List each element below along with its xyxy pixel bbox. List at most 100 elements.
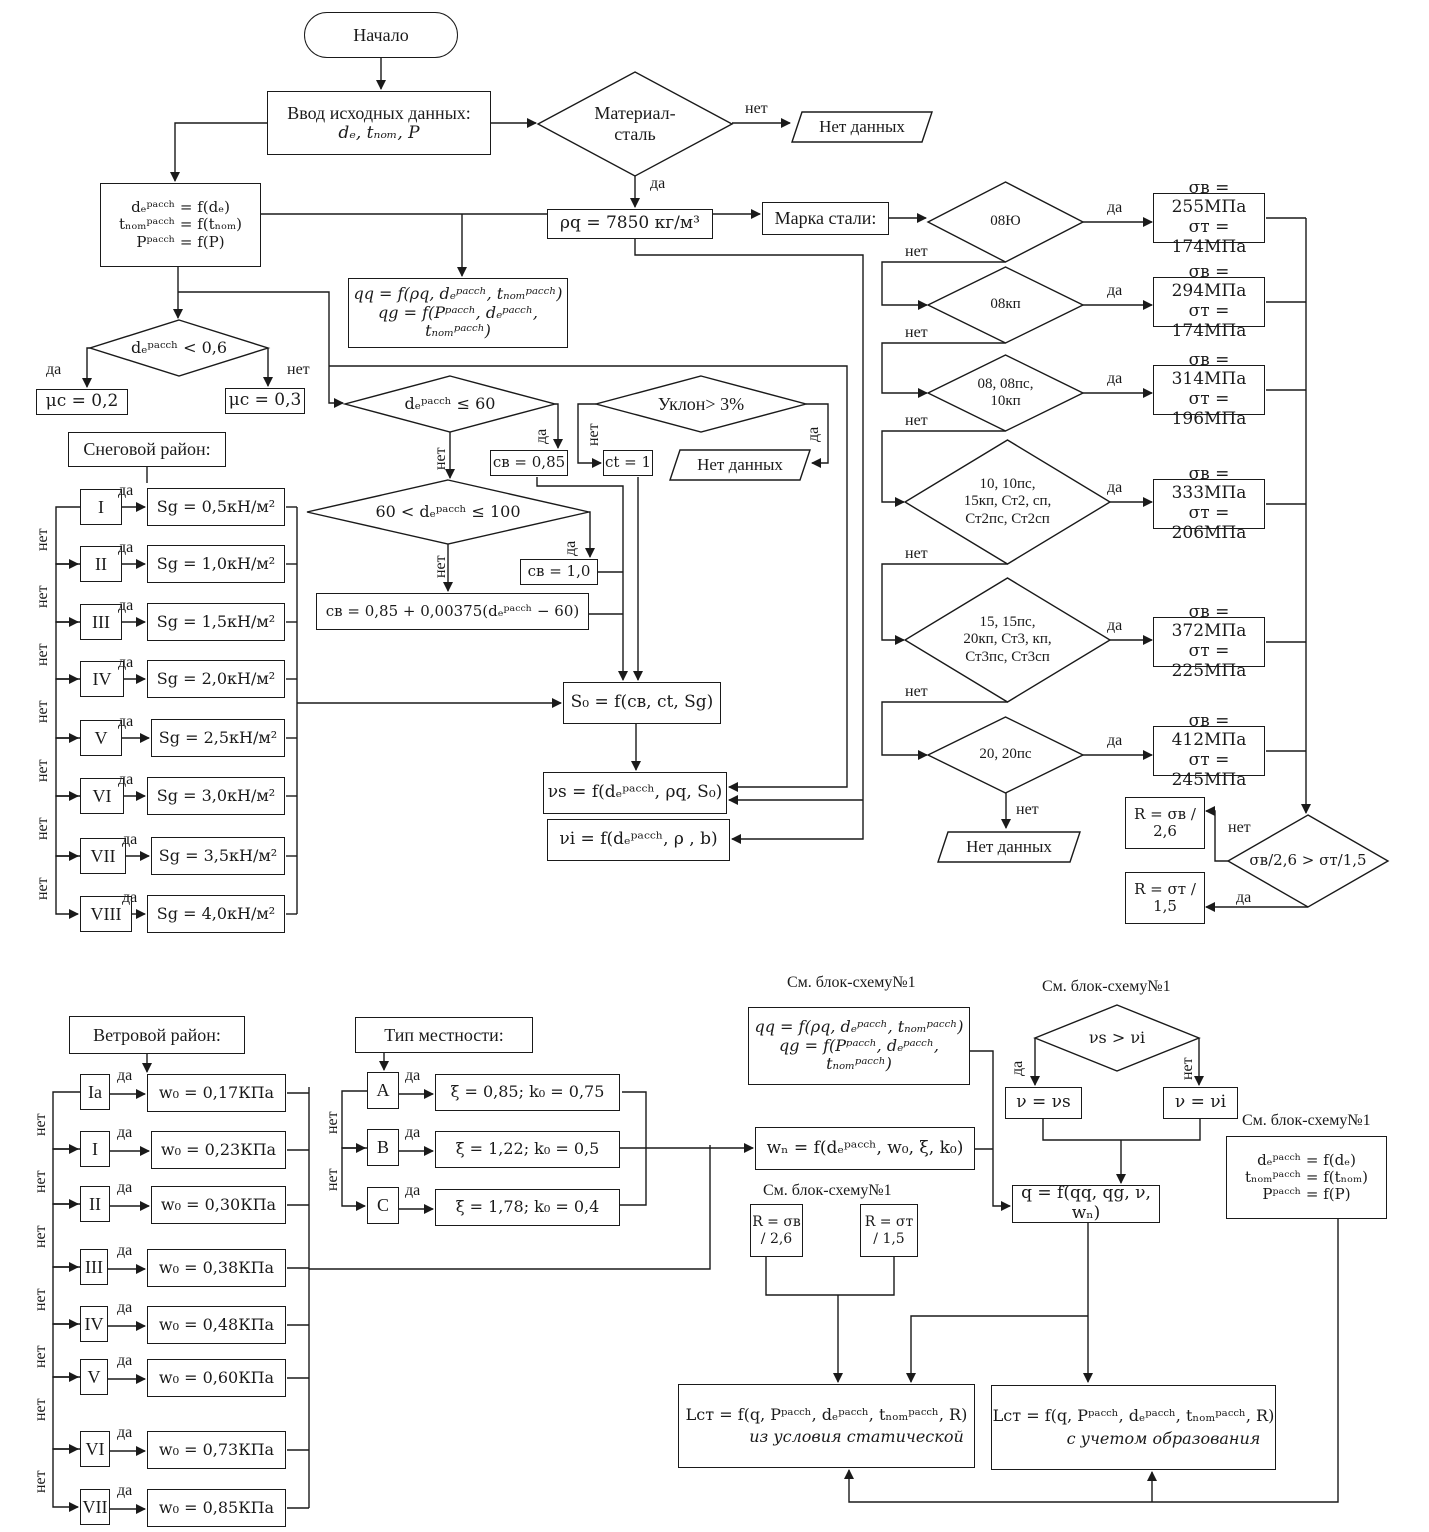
label-yes-steel: да (1107, 282, 1123, 299)
load-qq: qq = f(ρq, dₑᵖᵃᶜᶜʰ, tₙₒₘᵖᵃᶜᶜʰ) (353, 284, 563, 304)
label-no-le60: нет (432, 447, 449, 470)
cv-085-value: cв = 0,85 (492, 453, 566, 472)
snow-load-box-text: Sg = 0,5кН/м² (156, 496, 276, 516)
ct-value: ct = 1 (604, 453, 652, 472)
wind-pressure-box-text: w₀ = 0,17КПа (158, 1082, 275, 1102)
steel-grade-box: Марка стали: (762, 202, 889, 235)
slope-decision: Уклон> 3% (596, 376, 806, 432)
label-yes-terrain: да (405, 1182, 421, 1199)
snow-region-vii-text: VII (90, 845, 116, 866)
no-connector (881, 701, 1008, 760)
v-vs-value: ν = νs (1016, 1092, 1071, 1113)
wind-pressure-box-text: w₀ = 0,30КПа (160, 1194, 277, 1214)
wind-pressure-box-text: w₀ = 0,60КПа (158, 1367, 275, 1387)
material-question-line2: сталь (614, 124, 656, 144)
v-vi-value: ν = νi (1174, 1092, 1227, 1113)
mu-condition-decision: dₑᵖᵃᶜᶜʰ < 0,6 (90, 320, 268, 376)
label-no-terrain: нет (324, 1168, 341, 1191)
no-connector (55, 795, 80, 861)
no-data-shape (669, 449, 811, 481)
q-box: q = f(qq, qg, ν, wₙ) (1012, 1183, 1160, 1223)
snow-load-box: Sg = 4,0кН/м² (147, 895, 285, 933)
snow-region-viii: VIII (80, 896, 132, 932)
calc-line-p-2: Pᵖᵃᶜᶜʰ = f(P) (1262, 1185, 1351, 1204)
de-60-100-decision: 60 < dₑᵖᵃᶜᶜʰ ≤ 100 (307, 480, 589, 544)
q-value: q = f(qq, qg, ν, wₙ) (1021, 1183, 1151, 1223)
no-data-shape (937, 831, 1081, 863)
label-yes-wind: да (117, 1179, 133, 1196)
connector (329, 365, 848, 792)
wind-pressure-box: w₀ = 0,48КПа (147, 1306, 286, 1344)
label-yes-snow: да (122, 889, 138, 906)
label-yes-steel: да (1107, 617, 1123, 634)
cv-10-box: cв = 1,0 (520, 559, 598, 585)
label-yes-v: да (1009, 1060, 1026, 1076)
wind-region-iii-text: III (85, 1256, 103, 1277)
label-no-wind: нет (32, 1170, 49, 1193)
label-no-wind: нет (32, 1113, 49, 1136)
r-sigma-b-box: R = σв / 2,6 (1125, 797, 1205, 849)
label-yes-wind: да (117, 1424, 133, 1441)
see-scheme-note-4: См. блок-схему№1 (763, 1182, 892, 1199)
no-data-label: Нет данных (819, 117, 905, 137)
wind-region-vi-text: VI (85, 1438, 105, 1459)
vs-vi-diamond (1033, 1004, 1201, 1072)
strength-compare-label: σв/2,6 > σт/1,5 (1249, 851, 1367, 870)
label-yes-material: да (650, 175, 666, 192)
snow-load-box-text: Sg = 4,0кН/м² (156, 903, 276, 923)
r-sigma-t-box-2: R = σт / 1,5 (860, 1204, 918, 1257)
label-yes-terrain: да (405, 1124, 421, 1141)
steel-grade-condition-line: 08кп (990, 296, 1021, 313)
label-no-60-100: нет (432, 555, 449, 578)
sigma-t-value: σт = 206МПа (1171, 503, 1247, 543)
calc-line-de: dₑᵖᵃᶜᶜʰ = f(dₑ) (131, 198, 230, 217)
terrain-type-a-text: A (376, 1080, 390, 1101)
load-qg-2: qg = f(Pᵖᵃᶜᶜʰ, dₑᵖᵃᶜᶜʰ, tₙₒₘᵖᵃᶜᶜʰ) (779, 1035, 939, 1074)
design-values-box-2: dₑᵖᵃᶜᶜʰ = f(dₑ) tₙₒₘᵖᵃᶜᶜʰ = f(tₙₒₘ) Pᵖᵃᶜ… (1226, 1136, 1387, 1219)
s0-box: S₀ = f(cв, ct, Sg) (563, 682, 721, 724)
sigma-b-value: σв = 294МПа (1171, 261, 1247, 302)
s0-value: S₀ = f(cв, ct, Sg) (570, 692, 714, 713)
no-connector (55, 621, 80, 684)
wind-region-v: V (80, 1359, 108, 1395)
wn-box: wₙ = f(dₑᵖᵃᶜᶜʰ, w₀, ξ, k₀) (755, 1127, 975, 1170)
wind-region-iii: III (80, 1249, 108, 1285)
sigma-t-value: σт = 225МПа (1171, 641, 1247, 681)
design-values-box: dₑᵖᵃᶜᶜʰ = f(dₑ) tₙₒₘᵖᵃᶜᶜʰ = f(tₙₒₘ) Pᵖᵃᶜ… (100, 183, 261, 267)
wind-pressure-box: w₀ = 0,30КПа (151, 1186, 286, 1224)
de-le-60-label: dₑᵖᵃᶜᶜʰ ≤ 60 (404, 393, 496, 413)
r-sigma-b-box-2: R = σв / 2,6 (750, 1204, 803, 1257)
no-connector (52, 1203, 80, 1272)
ct-box: ct = 1 (603, 450, 653, 476)
connector (1042, 1119, 1201, 1141)
load-qg: qg = f(Pᵖᵃᶜᶜʰ, dₑᵖᵃᶜᶜʰ, tₙₒₘᵖᵃᶜᶜʰ) (378, 302, 538, 341)
terrain-type-title: Тип местности: (384, 1024, 504, 1045)
label-yes-snow: да (118, 713, 134, 730)
label-no-steel-last: нет (1016, 801, 1039, 818)
wind-pressure-box-text: w₀ = 0,23КПа (160, 1139, 277, 1159)
no-data-label: Нет данных (966, 837, 1052, 857)
connector (577, 403, 602, 468)
wind-to-wn (309, 1145, 711, 1270)
mu-condition-label: dₑᵖᵃᶜᶜʰ < 0,6 (130, 337, 228, 357)
snow-load-box: Sg = 1,5кН/м² (147, 603, 285, 641)
connector (906, 1315, 1088, 1383)
wind-region-i-text: I (92, 1138, 98, 1159)
wind-region-box: Ветровой район: (69, 1016, 245, 1054)
steel-grade-decision-0: 08Ю (948, 182, 1063, 262)
vs-box: νs = f(dₑᵖᵃᶜᶜʰ, ρq, S₀) (543, 772, 727, 814)
slope-label: Уклон> 3% (657, 393, 745, 414)
label-yes-terrain: да (405, 1067, 421, 1084)
l-static-formula: Lст = f(q, Pᵖᵃᶜᶜʰ, dₑᵖᵃᶜᶜʰ, tₙₒₘᵖᵃᶜᶜʰ, R… (685, 1404, 968, 1424)
steel-grade-decision-1: 08кп (948, 267, 1063, 343)
connector (970, 1050, 1011, 1211)
label-no-wind: нет (32, 1288, 49, 1311)
label-yes-steel: да (1107, 732, 1123, 749)
terrain-coef-box: ξ = 1,22; k₀ = 0,5 (435, 1131, 620, 1168)
connector (765, 1257, 895, 1296)
label-yes-steel: да (1107, 479, 1123, 496)
no-connector (52, 1448, 80, 1512)
